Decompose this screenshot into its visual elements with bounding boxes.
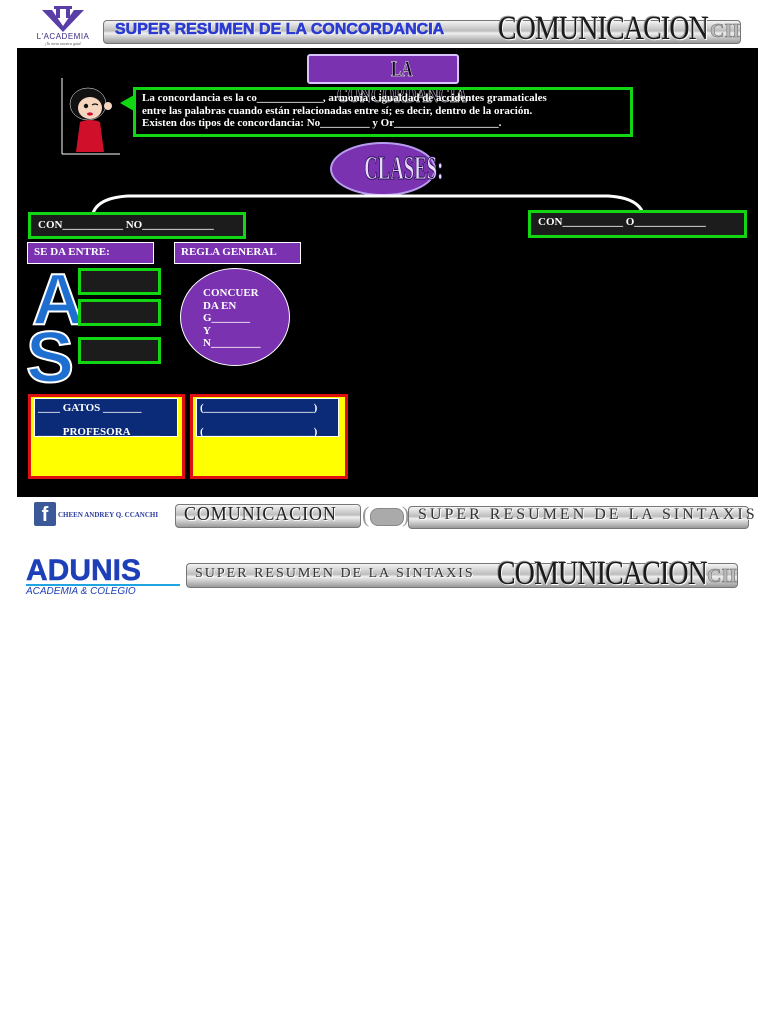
example-1-line-1: ____ GATOS _______ bbox=[38, 402, 142, 414]
footer2-code: CII bbox=[707, 565, 738, 588]
concuerda-circle: CONCUER DA EN G_______ Y N_________ bbox=[180, 268, 290, 366]
footer-subject-pill bbox=[175, 504, 361, 528]
letter-a: A bbox=[31, 260, 85, 340]
board-title-text: LA CONCORDANCIA bbox=[336, 56, 467, 108]
clases-oval: CLASES: bbox=[330, 142, 444, 196]
classification-brace bbox=[90, 194, 646, 219]
cartoon-character-icon bbox=[61, 78, 120, 155]
example-2-panel: (____________________) (________________… bbox=[196, 398, 339, 438]
academia-logo: L'ACADEMIA ¡Tu meta nuestra guía! bbox=[26, 6, 100, 48]
definition-line-2: entre las palabras cuando están relacion… bbox=[142, 104, 533, 117]
definition-line-3: Existen dos tipos de concordancia: No___… bbox=[142, 117, 502, 129]
speech-bubble-tail bbox=[120, 95, 134, 111]
circle-line-4: Y bbox=[203, 324, 211, 337]
blank-slot-1 bbox=[78, 268, 161, 295]
definition-line-1: La concordancia es la co____________, ar… bbox=[142, 92, 547, 104]
footer2-subject: COMUNICACION bbox=[497, 555, 708, 592]
blank-slot-2 bbox=[78, 299, 161, 326]
facebook-icon[interactable]: f bbox=[34, 502, 56, 526]
footer-title: SUPER RESUMEN DE LA SINTAXIS bbox=[418, 506, 758, 523]
blank-slot-3 bbox=[78, 337, 161, 364]
logo-text: L'ACADEMIA bbox=[36, 32, 90, 41]
regla-general-label: REGLA GENERAL bbox=[174, 242, 301, 264]
board-title: LA CONCORDANCIA bbox=[307, 54, 467, 107]
circle-line-1: CONCUER bbox=[203, 287, 259, 299]
footer-title-pill bbox=[408, 506, 749, 529]
footer-paren-open: ( bbox=[362, 502, 370, 527]
author-name: CHEEN ANDREY Q. CCANCHI bbox=[58, 511, 159, 519]
footer2-title: SUPER RESUMEN DE LA SINTAXIS bbox=[195, 566, 475, 581]
adunis-logo: ADUNIS bbox=[26, 554, 142, 587]
circle-line-3: G_______ bbox=[203, 312, 251, 324]
header-banner bbox=[103, 20, 741, 44]
circle-line-2: DA EN bbox=[203, 299, 237, 312]
concordancia-oracional-box: CON___________ O_____________ bbox=[528, 210, 747, 238]
example-2-line-2: (____________________) bbox=[200, 426, 318, 438]
se-da-entre-label: SE DA ENTRE: bbox=[27, 242, 154, 264]
footer2-banner bbox=[186, 563, 738, 588]
example-1-panel: ____ GATOS _______ ____ PROFESORA _____ bbox=[34, 398, 178, 438]
header-title: SUPER RESUMEN DE LA CONCORDANCIA bbox=[115, 21, 445, 39]
clases-text: CLASES: bbox=[364, 150, 444, 188]
letter-s: S bbox=[25, 318, 75, 398]
footer-oval bbox=[370, 508, 404, 526]
footer-paren-close: ) bbox=[402, 502, 410, 527]
adunis-underline bbox=[26, 584, 180, 586]
footer-subject: COMUNICACION bbox=[184, 503, 337, 525]
example-1-line-2: ____ PROFESORA _____ bbox=[38, 426, 161, 438]
header-code: CII bbox=[710, 20, 741, 43]
academia-logo-icon bbox=[42, 6, 84, 32]
example-2-line-1: (____________________) bbox=[200, 402, 318, 414]
circle-line-5: N_________ bbox=[203, 337, 261, 349]
adunis-subtitle: ACADEMIA & COLEGIO bbox=[26, 586, 136, 597]
concordancia-nominal-box: CON___________ NO_____________ bbox=[28, 212, 246, 239]
header-subject: COMUNICACION bbox=[498, 10, 709, 47]
logo-tagline: ¡Tu meta nuestra guía! bbox=[44, 41, 82, 46]
definition-box: La concordancia es la co____________, ar… bbox=[133, 87, 633, 137]
